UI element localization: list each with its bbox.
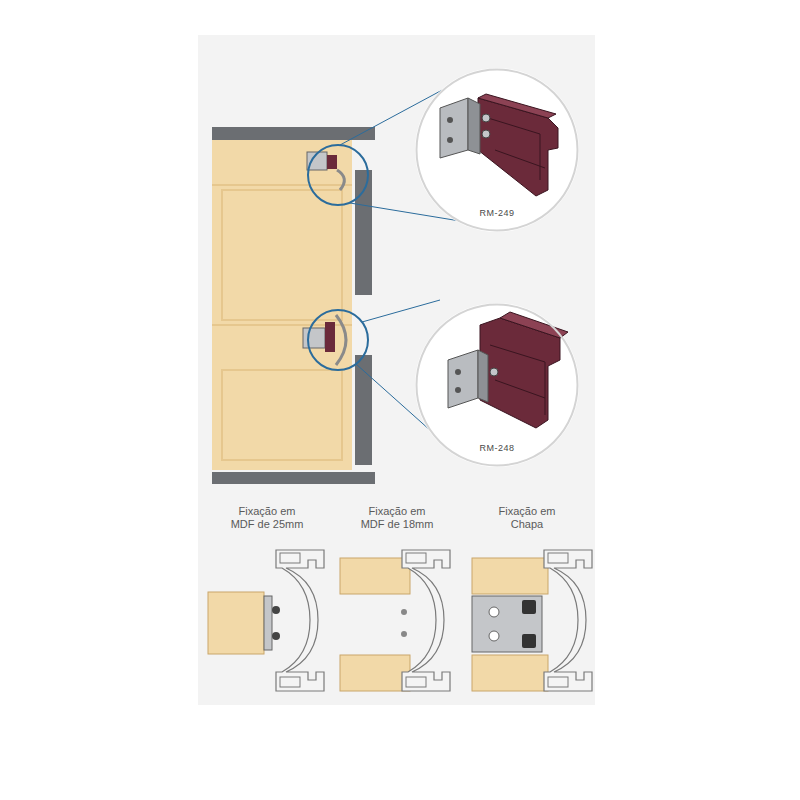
bracket-rm248 <box>455 387 461 393</box>
cabinet <box>212 140 352 470</box>
bracket-small <box>303 328 325 348</box>
magnifier-leader <box>308 310 368 370</box>
fixing-chapa <box>544 550 592 691</box>
bracket-rm249 <box>495 150 545 168</box>
ground-panel <box>198 35 595 705</box>
magnifier-leader <box>308 145 368 205</box>
part-code: RM-248 <box>415 443 579 453</box>
fixing-mdf-18 <box>401 631 407 637</box>
fixing-chapa <box>472 596 542 652</box>
bracket-rm249 <box>468 98 480 154</box>
bracket-rm249 <box>440 98 468 158</box>
magnifier-circle: RM-248 <box>415 303 579 467</box>
bracket-rm248 <box>495 380 545 398</box>
fixing-chapa <box>522 634 536 648</box>
bracket-small <box>325 322 335 352</box>
bracket-rm249 <box>440 94 558 196</box>
bracket-rm248 <box>490 368 498 376</box>
bracket-rm248 <box>490 345 545 415</box>
bracket-rm249 <box>482 130 490 138</box>
fixing-caption: Fixação em MDF de 18mm <box>357 505 437 531</box>
fixing-mdf-25 <box>264 596 272 650</box>
bracket-rm248 <box>478 350 488 402</box>
fixing-chapa <box>489 631 499 641</box>
fixing-mdf-18 <box>402 550 450 691</box>
magnifier-circle: RM-249 <box>415 68 579 232</box>
fixing-mdf-18 <box>340 550 450 691</box>
bracket-rm249 <box>478 94 556 118</box>
cabinet <box>355 355 372 465</box>
circle-outline <box>415 68 579 232</box>
fixing-chapa <box>489 607 499 617</box>
bracket-rm248 <box>500 312 568 338</box>
fixing-caption: Fixação em Chapa <box>487 505 567 531</box>
fixing-chapa <box>472 655 548 691</box>
cabinet <box>222 370 342 460</box>
part-code: RM-249 <box>415 208 579 218</box>
bracket-rm248 <box>448 312 568 428</box>
magnifier-leader <box>362 300 440 322</box>
circle-outline <box>417 70 578 231</box>
cabinet <box>212 472 375 484</box>
fixing-mdf-18 <box>340 558 410 594</box>
fixing-chapa <box>472 550 592 691</box>
circle-outline <box>417 305 578 466</box>
bracket-small <box>327 155 337 169</box>
fixing-mdf-25 <box>208 550 324 691</box>
fixing-mdf-25 <box>276 550 324 691</box>
cabinet <box>222 190 342 320</box>
bracket-small <box>336 315 346 365</box>
fixing-mdf-18 <box>401 609 407 615</box>
bracket-small <box>337 170 344 190</box>
bracket-rm248 <box>448 350 478 408</box>
bracket-rm249 <box>482 114 490 122</box>
cabinet <box>212 127 375 140</box>
fixing-mdf-18 <box>340 655 410 691</box>
bracket-rm248 <box>455 369 461 375</box>
fixing-mdf-25 <box>208 592 264 654</box>
fixing-mdf-25 <box>272 606 280 614</box>
magnifier-fill <box>415 68 579 232</box>
fixing-chapa <box>472 558 548 594</box>
bracket-rm249 <box>488 118 540 180</box>
fixing-mdf-25 <box>272 632 280 640</box>
magnifier-fill <box>415 303 579 467</box>
circle-outline <box>415 303 579 467</box>
cabinet <box>212 184 352 186</box>
fixing-chapa <box>522 600 536 614</box>
bracket-rm249 <box>447 117 453 123</box>
cabinet <box>355 170 372 295</box>
cabinet <box>212 127 375 484</box>
bracket-rm249 <box>447 137 453 143</box>
fixing-caption: Fixação em MDF de 25mm <box>227 505 307 531</box>
